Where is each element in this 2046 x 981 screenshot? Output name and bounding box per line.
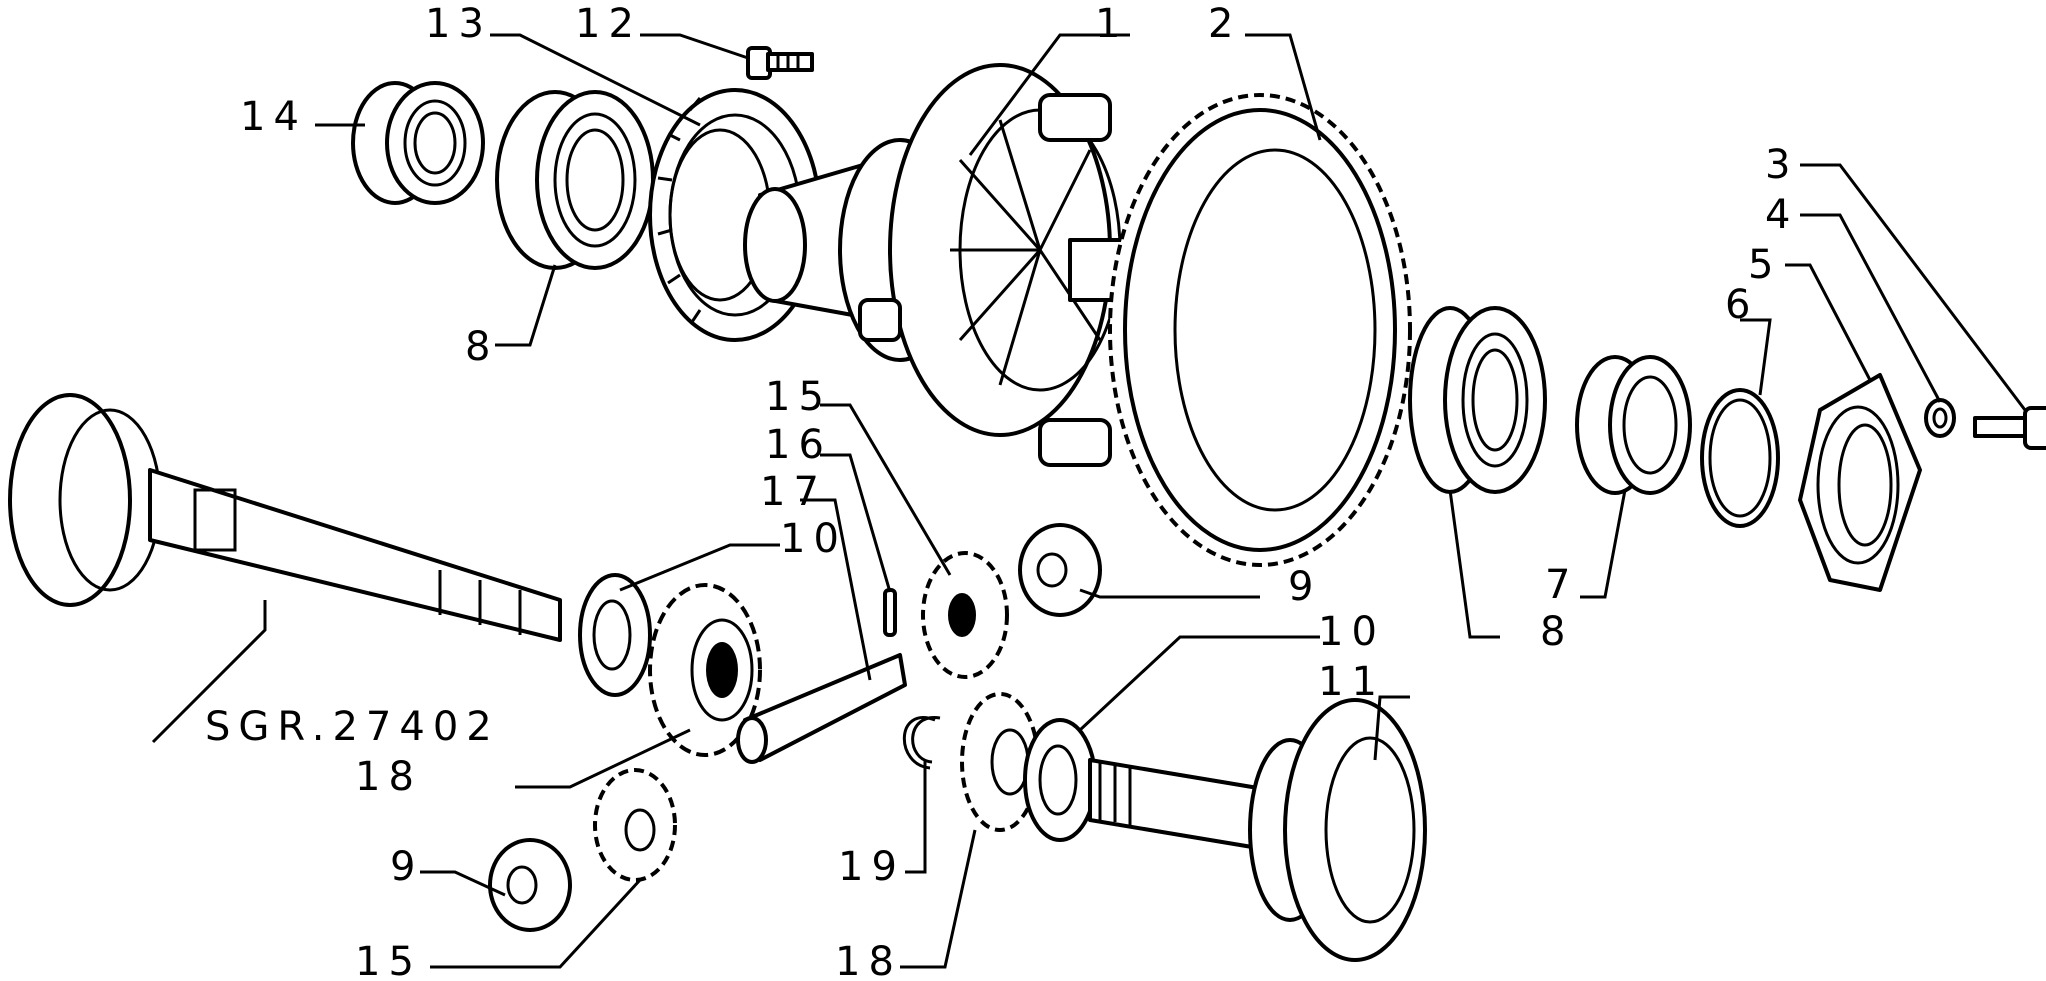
part-bearing-7 (1575, 355, 1692, 495)
label-10-lower: 10 (1318, 609, 1385, 655)
label-14: 14 (240, 94, 307, 140)
label-4: 4 (1765, 192, 1798, 238)
label-6: 6 (1725, 282, 1758, 328)
label-3: 3 (1765, 142, 1798, 188)
label-12: 12 (575, 1, 642, 47)
part-bolt-12 (746, 46, 814, 80)
part-bearing-8-upper (495, 90, 655, 270)
part-flange-5 (1798, 373, 1922, 592)
part-ring-6 (1700, 388, 1780, 528)
label-15-lower: 15 (355, 939, 422, 981)
label-16: 16 (765, 422, 832, 468)
part-bolt-3 (1973, 406, 2046, 450)
label-8-lower: 8 (1540, 609, 1573, 655)
label-7: 7 (1545, 562, 1578, 608)
label-10-upper: 10 (780, 516, 847, 562)
part-axle-shaft-left (8, 393, 562, 642)
part-bearing-14 (351, 81, 485, 205)
label-18-upper: 18 (355, 754, 422, 800)
part-washer-10-lower (1023, 718, 1097, 842)
label-sgr-27402: SGR.27402 (205, 704, 500, 750)
part-circlip-19 (902, 716, 941, 770)
part-washer-9-lower (488, 838, 572, 932)
part-pin-shaft-17 (736, 653, 907, 764)
label-15-upper: 15 (765, 374, 832, 420)
part-bevel-gear-18-upper (648, 583, 762, 757)
part-ring-gear-2 (1108, 93, 1412, 567)
label-1: 1 (1095, 1, 1128, 47)
label-2: 2 (1208, 1, 1241, 47)
part-axle-output-11 (1088, 698, 1427, 962)
part-washer-10-left (578, 573, 652, 697)
label-11: 11 (1318, 659, 1385, 705)
leader-lines (151, 33, 2027, 969)
label-5: 5 (1748, 242, 1781, 288)
part-housing-1 (743, 63, 1152, 467)
label-18-lower: 18 (835, 939, 902, 981)
callout-labels: 13 12 1 2 14 8 3 4 5 6 15 16 17 10 9 10 … (205, 1, 1798, 981)
label-19: 19 (838, 844, 905, 890)
label-8-upper: 8 (465, 324, 498, 370)
label-13: 13 (425, 1, 492, 47)
part-bevel-gear-15-upper (921, 551, 1009, 679)
part-bearing-8-lower (1408, 306, 1547, 494)
part-pin-16 (883, 588, 897, 637)
label-9-lower: 9 (390, 844, 423, 890)
label-9-upper: 9 (1288, 564, 1321, 610)
label-17: 17 (760, 469, 827, 515)
part-washer-9-upper (1018, 523, 1102, 617)
part-bevel-gear-15-lower (593, 768, 677, 882)
part-washer-4 (1924, 398, 1956, 438)
